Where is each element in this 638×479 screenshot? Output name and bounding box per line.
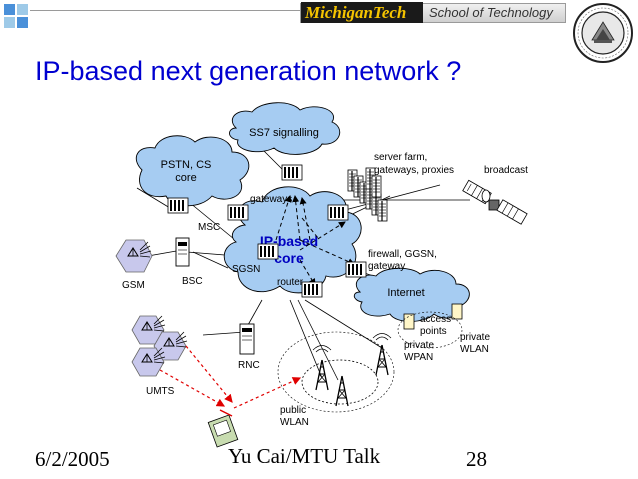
decor-square-2 [17,4,28,15]
public-wlan-towers [277,331,395,413]
access-points-label-1: access [420,314,451,325]
private-wpan-label-2: WPAN [404,352,433,363]
school-of-technology-text: School of Technology [429,5,553,20]
pstn-label-2: core [175,172,196,184]
bsc-label: BSC [182,276,203,287]
private-wpan-label-1: private [404,340,434,351]
ss7-cloud: SS7 signalling [229,102,341,155]
private-wlan-label-2: WLAN [460,344,489,355]
gateways-label: gateways [250,194,292,205]
rnc-label: RNC [238,360,260,371]
server-farm-label-1: server farm, [374,152,427,163]
access-points-label-2: points [420,326,447,337]
public-wlan-label-1: public [280,405,306,416]
decor-square-1 [4,4,15,15]
university-seal-icon [573,3,633,63]
pda-device-icon [207,409,239,448]
decor-square-4 [17,17,28,28]
broadcast-label: broadcast [484,165,528,176]
pstn-label-1: PSTN, CS [161,159,212,171]
umts-cells [131,315,188,377]
internet-label: Internet [387,287,424,299]
ss7-label: SS7 signalling [249,127,319,139]
firewall-label-2: gateway [368,261,405,272]
public-wlan-label-2: WLAN [280,417,309,428]
satellite-icon [462,179,528,225]
handoff-arrows [159,345,302,409]
michigan-tech-logo: MichiganTech [301,2,423,23]
footer-talk-title: Yu Cai/MTU Talk [228,444,381,468]
gsm-label: GSM [122,280,145,291]
umts-label: UMTS [146,386,175,397]
slide-title: IP-based next generation network ? [35,56,462,86]
access-point-icons [397,303,463,349]
gsm-cell [115,239,153,273]
ip-core-label-2: core [274,250,304,266]
dashed-signalling-arrows [275,195,355,286]
footer-page-number: 28 [466,447,487,471]
firewall-label-1: firewall, GGSN, [368,249,437,260]
decor-rule [30,10,300,11]
server-farm-label-2: gateways, proxies [374,165,454,176]
diagram-labels: server farm, gateways, proxies broadcast… [122,152,528,428]
msc-label: MSC [198,222,220,233]
footer-date: 6/2/2005 [35,447,110,471]
router-label: router [277,277,304,288]
pstn-cloud: PSTN, CS core [135,135,250,207]
decor-square-3 [4,17,15,28]
private-wlan-label-1: private [460,332,490,343]
sgsn-label: SGSN [232,264,260,275]
bsc-device-icon [175,237,190,267]
logo-text: MichiganTech [305,3,407,22]
rnc-device-icon [239,323,255,355]
header-banner: MichiganTech School of Technology [300,2,566,23]
